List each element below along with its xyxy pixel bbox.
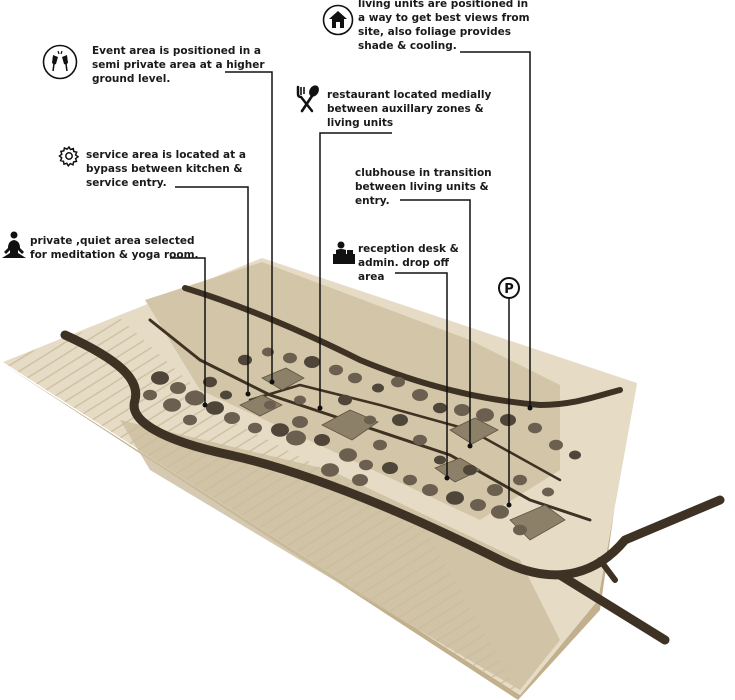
tree — [528, 423, 542, 434]
tree — [339, 448, 357, 462]
tree — [294, 396, 306, 405]
gear-icon — [58, 145, 80, 167]
tree — [220, 391, 232, 400]
tree — [470, 499, 486, 511]
event-area-note: Event area is positioned in a semi priva… — [92, 44, 265, 86]
reception-note: reception desk & admin. drop off area — [358, 242, 459, 284]
tree — [491, 505, 509, 519]
tree — [382, 462, 398, 474]
tree — [283, 353, 297, 364]
tree — [487, 484, 503, 496]
tree — [304, 356, 320, 368]
tree — [338, 395, 352, 406]
tree — [170, 382, 186, 394]
tree — [163, 398, 181, 412]
tree — [151, 371, 169, 385]
tree — [463, 465, 477, 476]
leader-dot — [445, 476, 450, 481]
tree — [372, 384, 384, 393]
parking-label: P — [504, 282, 514, 297]
tree — [433, 403, 447, 414]
leader-dot — [318, 406, 323, 411]
tree — [500, 414, 516, 426]
leader-dot — [468, 444, 473, 449]
tree — [446, 491, 464, 505]
leader-dot — [528, 406, 533, 411]
tree — [422, 484, 438, 496]
tree — [359, 460, 373, 471]
meditation-note: private ,quiet area selected for meditat… — [30, 234, 199, 262]
tree — [392, 414, 408, 426]
leader-dot — [507, 503, 512, 508]
leader-dot — [270, 380, 275, 385]
tree — [248, 423, 262, 434]
tree — [183, 415, 197, 426]
house-icon — [322, 4, 354, 36]
living-units-note: living units are positioned in a way to … — [358, 0, 530, 53]
tree — [403, 475, 417, 486]
tree — [292, 416, 308, 428]
tree — [549, 440, 563, 451]
tree — [569, 451, 581, 460]
tree — [542, 488, 554, 497]
tree — [352, 474, 368, 486]
parking-icon: P — [499, 278, 519, 298]
meditation-icon — [0, 230, 28, 262]
clubhouse-note: clubhouse in transition between living u… — [355, 166, 492, 208]
tree — [434, 456, 446, 465]
restaurant-note: restaurant located medially between auxi… — [327, 88, 491, 130]
tree — [264, 401, 276, 410]
leader-dot — [203, 403, 208, 408]
tree — [391, 377, 405, 388]
tree — [373, 440, 387, 451]
tree — [143, 390, 157, 401]
leader-dot — [246, 392, 251, 397]
tree — [185, 391, 205, 406]
tree — [513, 475, 527, 486]
tree — [413, 435, 427, 446]
tree — [224, 412, 240, 424]
tree — [286, 431, 306, 446]
tree — [206, 401, 224, 415]
tree — [412, 389, 428, 401]
tree — [329, 365, 343, 376]
tree — [314, 434, 330, 446]
tree — [348, 373, 362, 384]
tree — [271, 423, 289, 437]
tree — [321, 463, 339, 477]
service-area-note: service area is located at a bypass betw… — [86, 148, 246, 190]
tree — [238, 355, 252, 366]
fork-spoon-icon — [294, 84, 322, 114]
reception-desk-icon — [332, 240, 356, 266]
tree — [513, 525, 527, 536]
tree — [454, 404, 470, 416]
tree — [476, 408, 494, 422]
champagne-toast-icon — [42, 44, 78, 80]
tree — [364, 416, 376, 425]
